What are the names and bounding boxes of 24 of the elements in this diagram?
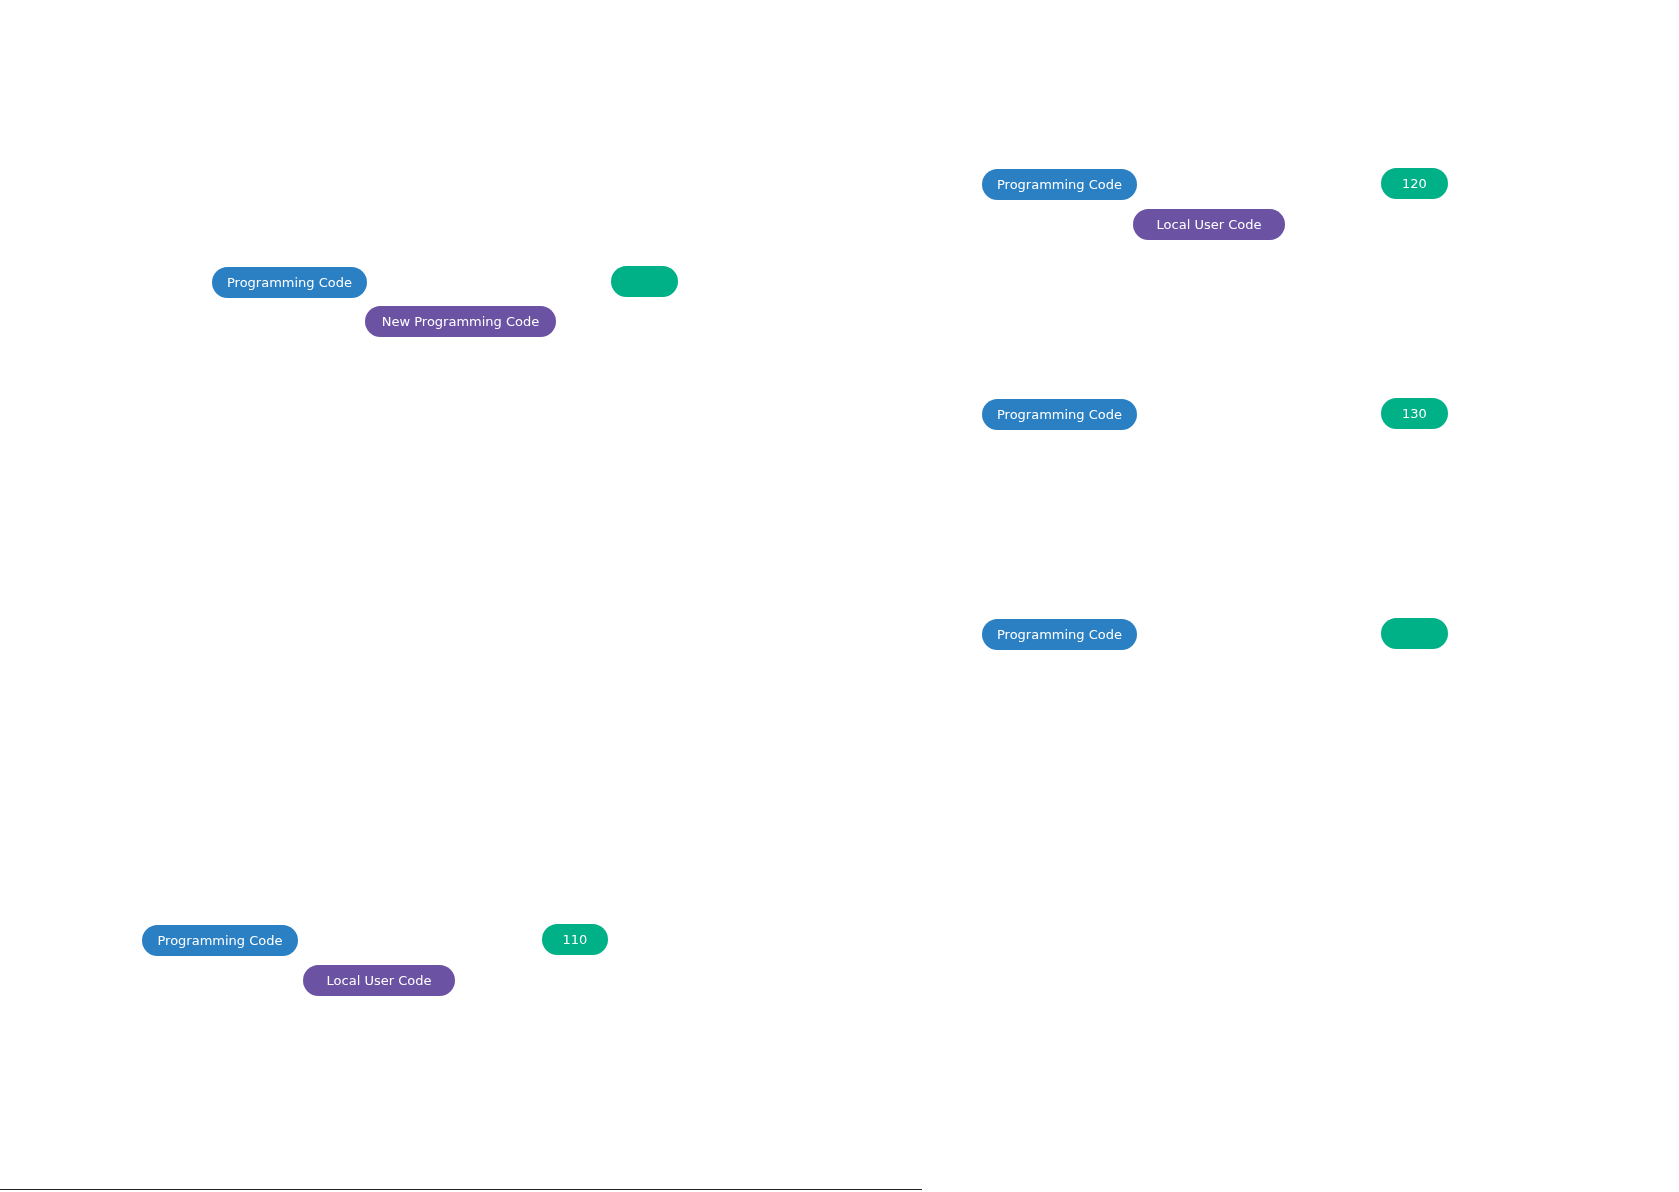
code-pill	[1133, 209, 1285, 240]
value-pill	[1381, 398, 1448, 429]
pill-label: Programming Code	[997, 177, 1122, 192]
code-pill	[982, 399, 1137, 430]
pill-label: Programming Code	[157, 933, 283, 948]
pill-label: 110	[562, 932, 588, 947]
empty-pill	[1381, 618, 1448, 649]
pill-label: Local User Code	[1156, 217, 1262, 232]
pill-label: Local User Code	[326, 973, 432, 988]
pill-label: Programming Code	[227, 275, 352, 290]
code-pill	[303, 965, 455, 996]
pill-label: 120	[1402, 176, 1427, 191]
code-pill	[212, 267, 367, 298]
pill-label: Programming Code	[997, 627, 1122, 642]
code-pill	[142, 925, 298, 956]
code-pill	[365, 306, 556, 337]
pill-label: Programming Code	[997, 407, 1122, 422]
code-pill	[982, 619, 1137, 650]
code-pill	[982, 169, 1137, 200]
value-pill	[1381, 168, 1448, 199]
empty-pill	[611, 266, 678, 297]
value-pill	[542, 924, 608, 955]
pill-label: 130	[1402, 406, 1427, 421]
pill-label: New Programming Code	[381, 314, 540, 329]
